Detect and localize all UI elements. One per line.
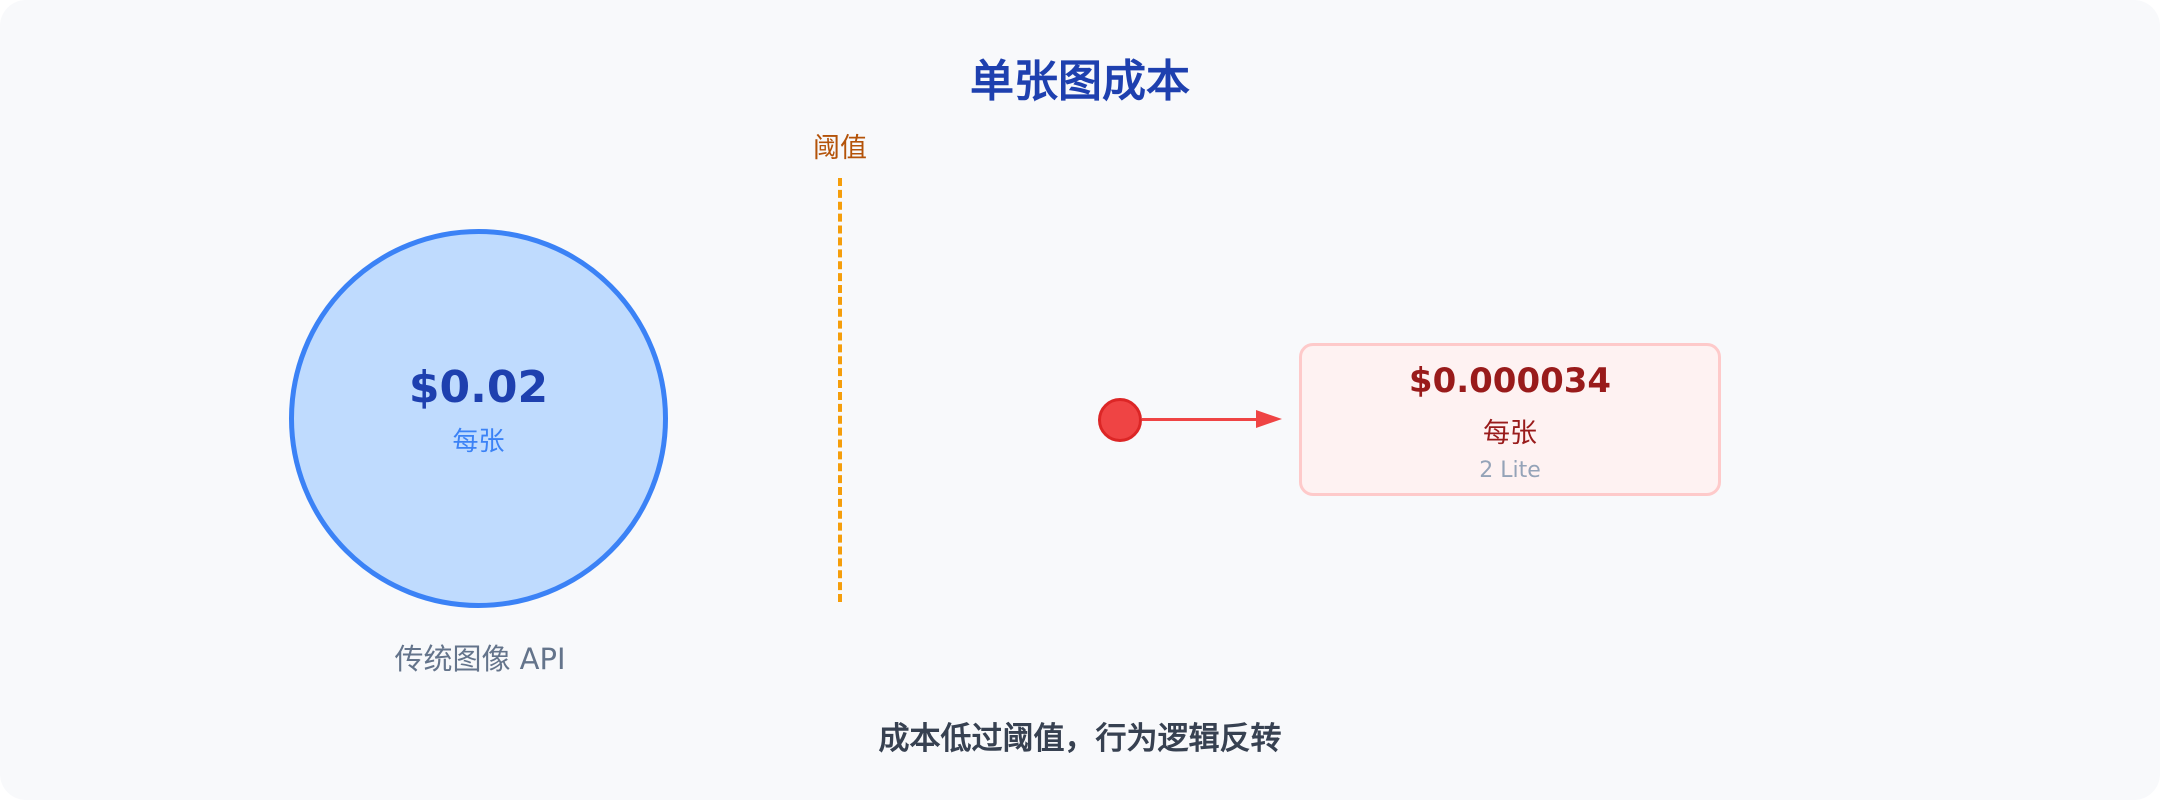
traditional-cost-circle: $0.02 每张 <box>289 229 668 608</box>
lite-cost-value: $0.000034 <box>1408 361 1612 401</box>
diagram-footer: 成本低过阈值，行为逻辑反转 <box>878 721 1282 757</box>
lite-cost-card: $0.000034 每张 2 Lite <box>1299 343 1721 496</box>
lite-cost-unit: 每张 <box>1483 418 1537 449</box>
traditional-cost-caption: 传统图像 API <box>394 642 566 676</box>
threshold-label: 阈值 <box>813 133 867 164</box>
lite-cost-dot <box>1098 398 1142 442</box>
diagram-title: 单张图成本 <box>970 56 1190 107</box>
traditional-cost-unit: 每张 <box>452 427 505 457</box>
arrow-line <box>1142 418 1256 421</box>
threshold-line <box>838 178 842 602</box>
traditional-cost-value: $0.02 <box>408 362 549 413</box>
lite-cost-model: 2 Lite <box>1479 458 1541 483</box>
arrow-head-icon <box>1256 410 1282 428</box>
